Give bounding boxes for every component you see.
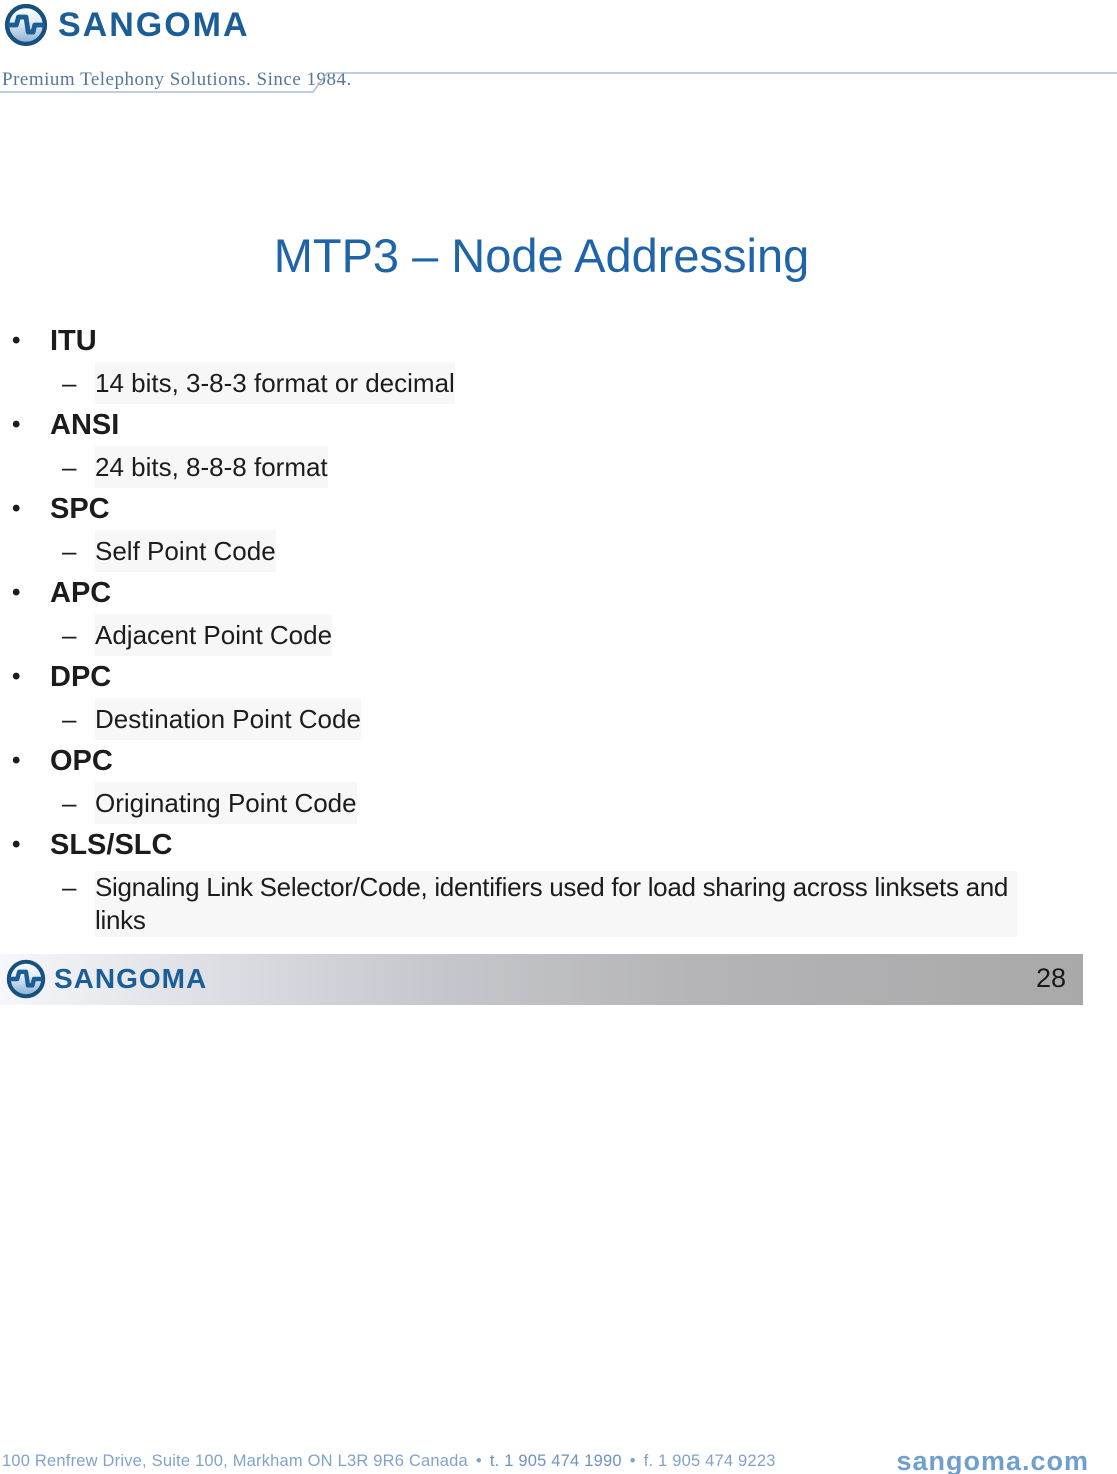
bullet-dot-icon: •	[12, 579, 21, 606]
sub-bullet-item: –Self Point Code	[12, 530, 1017, 572]
sub-bullet-text: 24 bits, 8-8-8 format	[95, 446, 328, 488]
bullet-item: • SLS/SLC	[12, 824, 1017, 866]
footer-contact-line: 100 Renfrew Drive, Suite 100, Markham ON…	[2, 1452, 776, 1471]
dash-icon: –	[62, 368, 77, 398]
bullet-item: • ANSI	[12, 404, 1017, 446]
dash-icon: –	[62, 620, 77, 650]
bullet-text: SPC	[50, 493, 110, 525]
sub-bullet-item: –Adjacent Point Code	[12, 614, 1017, 656]
dash-icon: –	[62, 704, 77, 734]
sangoma-logo-small: SANGOMA	[6, 959, 207, 999]
bullet-text: SLS/SLC	[50, 829, 173, 861]
sub-bullet-text: 14 bits, 3-8-3 format or decimal	[95, 362, 455, 404]
bullet-text: DPC	[50, 661, 112, 693]
sub-bullet-text: Destination Point Code	[95, 698, 361, 740]
bullet-dot-icon: •	[12, 831, 21, 858]
brand-name: SANGOMA	[58, 6, 250, 44]
sangoma-wave-icon	[4, 3, 48, 47]
sangoma-logo: SANGOMA	[4, 3, 250, 47]
slide-title: MTP3 – Node Addressing	[273, 229, 810, 282]
dash-icon: –	[62, 788, 77, 818]
bullet-list: •ITU–14 bits, 3-8-3 format or decimal•AN…	[12, 320, 1017, 941]
bullet-item: • ITU	[12, 320, 1017, 362]
sub-bullet-item: –14 bits, 3-8-3 format or decimal	[12, 362, 1017, 404]
dash-icon: –	[62, 452, 77, 482]
sub-bullet-text: Originating Point Code	[95, 782, 357, 824]
bullet-text: ANSI	[50, 409, 120, 441]
bullet-dot-icon: •	[12, 747, 21, 774]
bullet-item: • SPC	[12, 488, 1017, 530]
footer-separator: •	[475, 1452, 482, 1470]
bullet-text: APC	[50, 577, 112, 609]
sangoma-wave-icon	[6, 959, 46, 999]
sub-bullet-text: Adjacent Point Code	[95, 614, 332, 656]
bullet-dot-icon: •	[12, 327, 21, 354]
sub-bullet-item: –Destination Point Code	[12, 698, 1017, 740]
footer-website: sangoma.com	[896, 1446, 1089, 1474]
sub-bullet-item: –Signaling Link Selector/Code, identifie…	[12, 866, 1017, 941]
bullet-item: • OPC	[12, 740, 1017, 782]
footer-phone: t. 1 905 474 1990	[489, 1452, 622, 1470]
brand-tagline: Premium Telephony Solutions. Since 1984.	[2, 69, 352, 90]
sub-bullet-item: –24 bits, 8-8-8 format	[12, 446, 1017, 488]
footer-fax: f. 1 905 474 9223	[643, 1452, 776, 1470]
brand-name: SANGOMA	[54, 963, 208, 994]
sub-bullet-text: Signaling Link Selector/Code, identifier…	[95, 871, 1017, 937]
bullet-item: • APC	[12, 572, 1017, 614]
bullet-dot-icon: •	[12, 663, 21, 690]
sub-bullet-text: Self Point Code	[95, 530, 276, 572]
dash-icon: –	[62, 872, 77, 902]
page-number: 28	[1035, 963, 1066, 993]
footer-separator: •	[629, 1452, 636, 1470]
sub-bullet-item: –Originating Point Code	[12, 782, 1017, 824]
bullet-item: • DPC	[12, 656, 1017, 698]
header-divider-line	[0, 72, 1117, 93]
dash-icon: –	[62, 536, 77, 566]
bullet-text: ITU	[50, 325, 97, 357]
bullet-text: OPC	[50, 745, 113, 777]
slide-footer-bar: SANGOMA 28	[0, 954, 1083, 1005]
bullet-dot-icon: •	[12, 495, 21, 522]
footer-address: 100 Renfrew Drive, Suite 100, Markham ON…	[2, 1452, 468, 1470]
page-header: SANGOMA Premium Telephony Solutions. Sin…	[0, 0, 1117, 110]
bullet-dot-icon: •	[12, 411, 21, 438]
